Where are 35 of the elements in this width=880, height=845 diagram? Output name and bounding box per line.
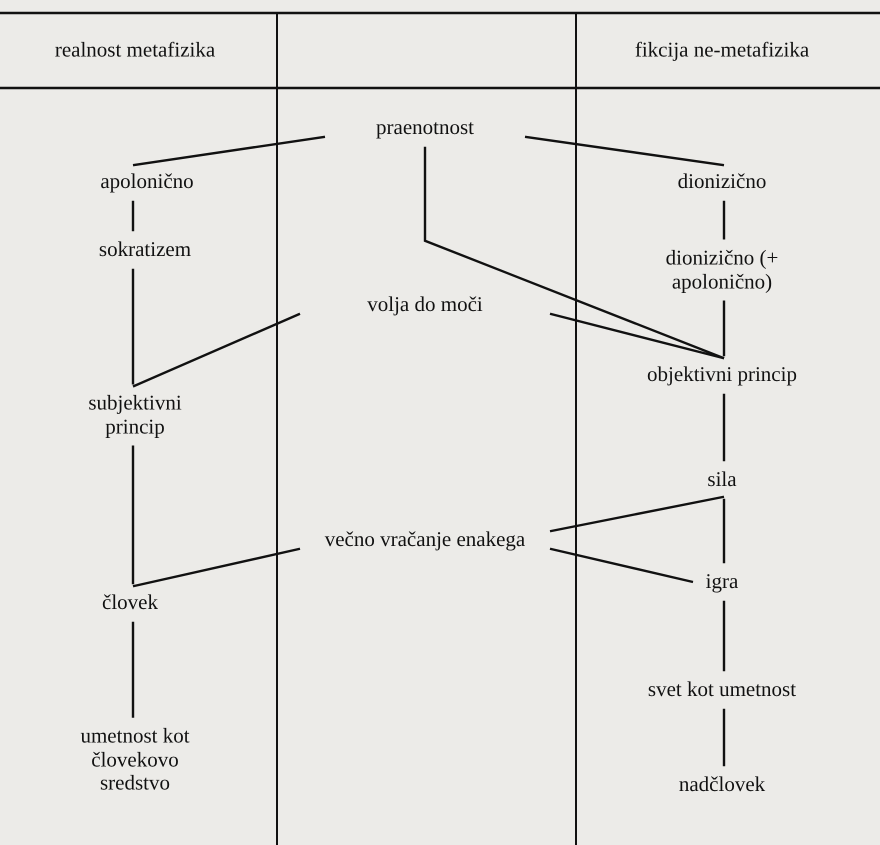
- connector-line: [132, 548, 300, 588]
- column-heading: fikcija ne-metafizika: [634, 38, 810, 62]
- connector-line: [722, 600, 726, 672]
- concept-label: dionizično (+ apolonično): [647, 245, 797, 295]
- connector-line: [722, 394, 726, 462]
- concept-label: sokratizem: [80, 237, 210, 263]
- connector-line: [132, 446, 134, 584]
- concept-label: svet kot umetnost: [627, 677, 817, 703]
- connector-line: [550, 496, 724, 532]
- connector-line: [424, 146, 724, 360]
- concept-label: apolonično: [87, 169, 207, 195]
- connector-line: [132, 268, 134, 384]
- connector-line: [722, 708, 726, 766]
- concept-label: volja do moči: [300, 292, 550, 318]
- connector-line: [132, 200, 134, 232]
- concept-label: dionizično: [662, 169, 782, 195]
- concept-label: igra: [697, 569, 747, 595]
- connector-line: [132, 136, 326, 166]
- concept-label: praenotnost: [325, 115, 525, 141]
- concept-label: subjektivni princip: [70, 390, 200, 440]
- concept-label: večno vračanje enakega: [300, 527, 550, 553]
- connector-line: [132, 622, 134, 718]
- connector-line: [524, 136, 724, 166]
- concept-label: sila: [697, 467, 747, 493]
- column-heading: realnost metafizika: [54, 38, 216, 62]
- connector-line: [722, 498, 726, 564]
- connector-line: [550, 548, 694, 584]
- connector-line: [722, 200, 726, 240]
- concept-label: umetnost kot človekovo sredstvo: [65, 724, 205, 796]
- concept-label: človek: [90, 590, 170, 616]
- connector-line: [550, 312, 724, 360]
- connector-line: [722, 300, 726, 356]
- concept-label: nadčlovek: [667, 772, 777, 798]
- concept-label: objektivni princip: [632, 362, 812, 388]
- connector-line: [132, 312, 300, 388]
